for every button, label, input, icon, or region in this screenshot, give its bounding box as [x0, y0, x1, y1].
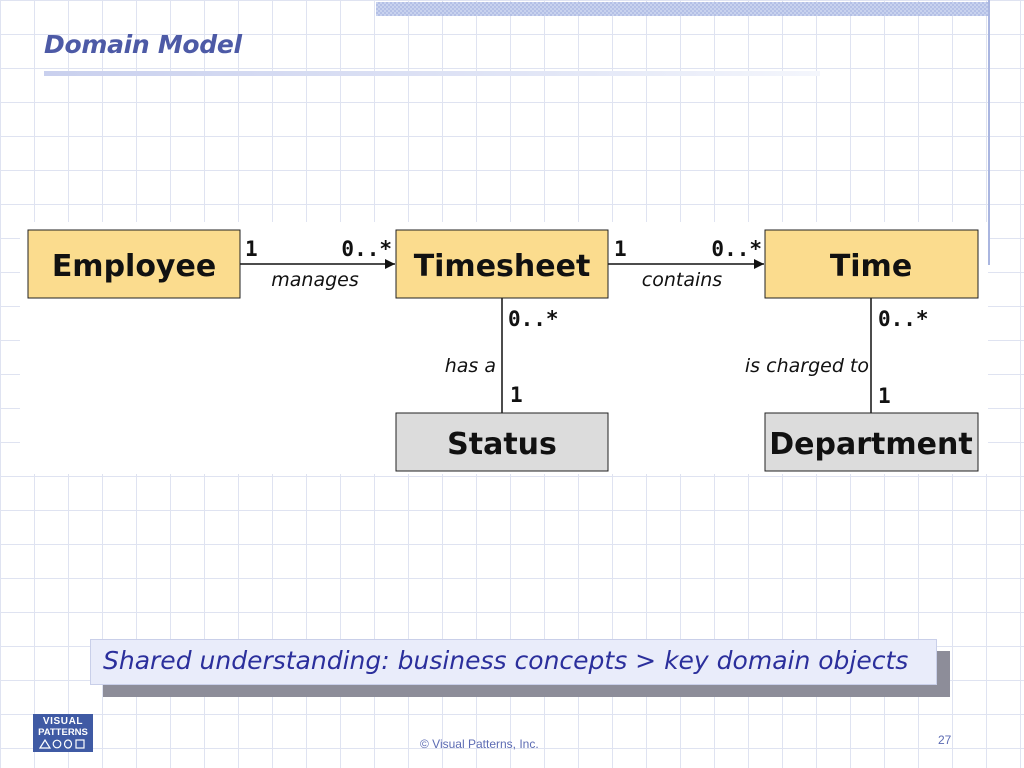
multiplicity-timesheet-source: 1: [614, 237, 627, 261]
role-contains: contains: [642, 269, 723, 291]
class-employee-box: [27, 229, 241, 299]
visual-patterns-logo: VISUAL PATTERNS: [33, 714, 93, 752]
class-timesheet-box: [395, 229, 609, 299]
class-employee: Employee: [27, 229, 241, 299]
class-time-label: Time: [830, 249, 912, 284]
role-has-a: has a: [445, 355, 496, 377]
logo-line-1: VISUAL: [42, 716, 84, 727]
domain-model-diagram: Employee Timesheet Time Status Departmen…: [20, 222, 988, 474]
footer-copyright: © Visual Patterns, Inc.: [420, 737, 539, 751]
page-number: 27: [938, 733, 952, 747]
role-manages: manages: [271, 269, 359, 291]
diagram-canvas: Employee Timesheet Time Status Departmen…: [27, 229, 979, 472]
class-timesheet-label: Timesheet: [414, 249, 591, 284]
header-divider-line: [988, 0, 990, 265]
class-department: Department: [764, 412, 979, 472]
class-department-box: [764, 412, 979, 472]
multiplicity-status-end: 1: [510, 383, 523, 407]
class-status-box: [395, 412, 609, 472]
class-status: Status: [395, 412, 609, 472]
class-time-box: [764, 229, 979, 299]
role-is-charged-to: is charged to: [745, 355, 869, 377]
logo-shapes-icon: [33, 739, 93, 749]
multiplicity-time-end: 0..*: [711, 237, 762, 261]
class-employee-label: Employee: [52, 249, 216, 284]
slide-title: Domain Model: [44, 30, 242, 59]
header-pattern-band: [376, 2, 988, 16]
callout-text: Shared understanding: business concepts …: [103, 646, 909, 675]
class-timesheet: Timesheet: [395, 229, 609, 299]
multiplicity-department-end: 1: [878, 384, 891, 408]
callout-box: Shared understanding: business concepts …: [90, 639, 937, 685]
logo-glyphs: [39, 739, 85, 749]
class-department-label: Department: [769, 427, 972, 462]
multiplicity-timesheet-end: 0..*: [341, 237, 392, 261]
multiplicity-time-department-top: 0..*: [878, 307, 929, 331]
multiplicity-timesheet-status-top: 0..*: [508, 307, 559, 331]
class-time: Time: [764, 229, 979, 299]
title-underline: [44, 71, 820, 76]
class-status-label: Status: [447, 427, 557, 462]
logo-line-2: PATTERNS: [38, 727, 88, 738]
multiplicity-employee-end: 1: [245, 237, 258, 261]
